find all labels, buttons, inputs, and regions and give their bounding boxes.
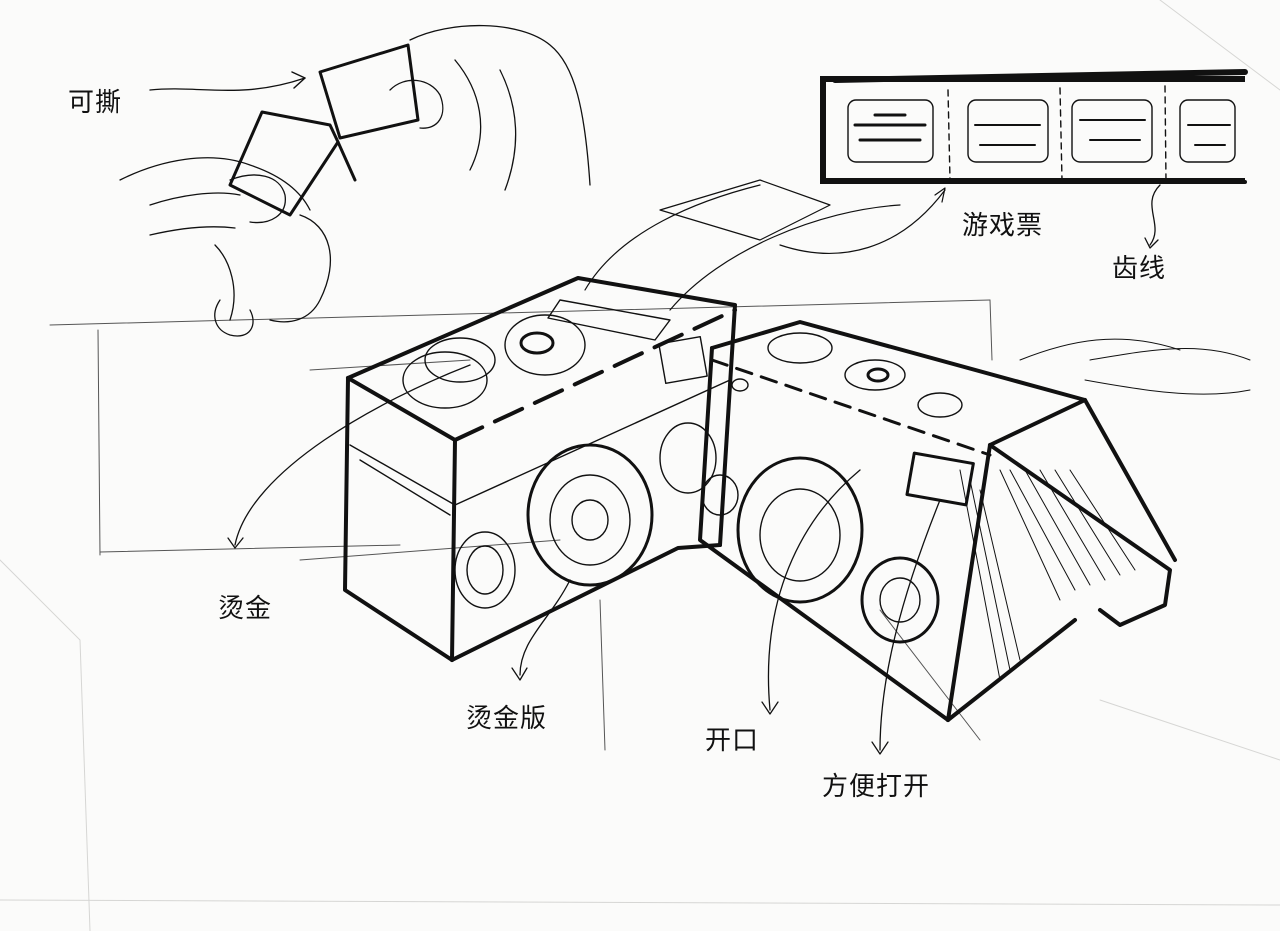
label-dashed-line: 齿线 (1112, 254, 1167, 284)
tear-card (228, 43, 420, 217)
label-tearable: 可撕 (68, 88, 123, 118)
arrow-easy-open (879, 499, 941, 751)
arrow-hot-stamp-plate (519, 579, 571, 676)
construction-lines (49, 299, 993, 751)
connector-arcs (584, 179, 946, 311)
box-left-details (349, 299, 739, 609)
label-game-card: 游戏票 (962, 211, 1044, 241)
annotation-arrows (227, 364, 941, 755)
label-opening: 开口 (705, 726, 760, 756)
label-easy-open: 方便打开 (822, 772, 931, 802)
arrow-tearable (149, 77, 306, 92)
box-right-details (710, 332, 1251, 681)
box-right (698, 320, 1177, 722)
arrow-dashed-line (1149, 184, 1161, 246)
arrow-hot-stamp (234, 364, 471, 546)
box-left (343, 276, 737, 662)
game-ticket-strip (820, 76, 1245, 184)
label-hot-stamp: 烫金 (218, 594, 273, 624)
arrow-opening (767, 469, 861, 711)
label-hot-stamp-plate: 烫金版 (466, 704, 548, 734)
hands-sketch (119, 24, 591, 337)
